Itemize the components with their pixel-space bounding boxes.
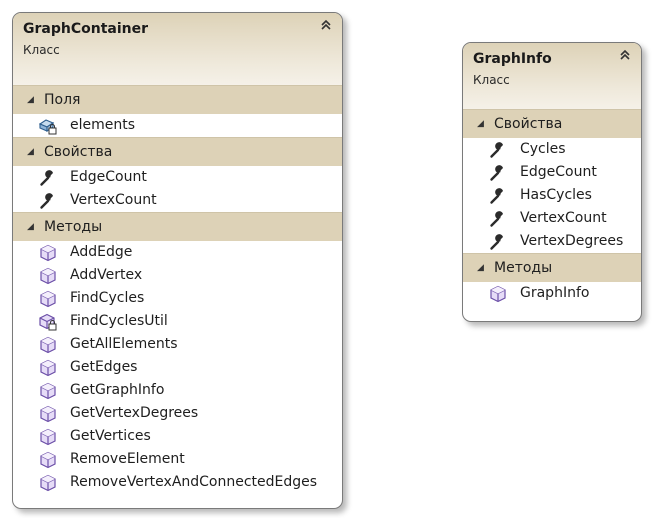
member-getallelements[interactable]: GetAllElements xyxy=(13,333,342,356)
method-icon xyxy=(39,336,57,354)
section-label: Методы xyxy=(44,219,103,235)
member-name: GraphInfo xyxy=(520,285,590,301)
member-getvertices[interactable]: GetVertices xyxy=(13,425,342,448)
property-icon xyxy=(489,141,507,159)
member-addedge[interactable]: AddEdge xyxy=(13,241,342,264)
method-icon xyxy=(39,382,57,400)
method-icon xyxy=(489,285,507,303)
member-graphinfo[interactable]: GraphInfo xyxy=(463,282,641,305)
member-name: GetAllElements xyxy=(70,336,178,352)
member-edgecount[interactable]: EdgeCount xyxy=(463,161,641,184)
section-label: Поля xyxy=(44,92,81,108)
member-name: HasCycles xyxy=(520,187,592,203)
section-header-[interactable]: ◢ Свойства xyxy=(463,109,641,138)
section-header-[interactable]: ◢ Поля xyxy=(13,85,342,114)
method-icon xyxy=(39,290,57,308)
member-name: VertexDegrees xyxy=(520,233,624,249)
class-stereotype: Класс xyxy=(23,43,60,57)
method-icon xyxy=(39,244,57,262)
member-elements[interactable]: elements xyxy=(13,114,342,137)
expand-triangle-icon[interactable]: ◢ xyxy=(27,222,34,232)
private-method-icon xyxy=(39,313,57,331)
member-edgecount[interactable]: EdgeCount xyxy=(13,166,342,189)
member-name: GetEdges xyxy=(70,359,138,375)
collapse-chevron-icon[interactable] xyxy=(617,47,633,63)
property-icon xyxy=(489,210,507,228)
method-icon xyxy=(39,474,57,492)
private-field-icon xyxy=(38,117,57,135)
member-name: Cycles xyxy=(520,141,566,157)
member-cycles[interactable]: Cycles xyxy=(463,138,641,161)
member-removeelement[interactable]: RemoveElement xyxy=(13,448,342,471)
class-title: GraphInfo xyxy=(473,51,552,67)
method-icon xyxy=(39,428,57,446)
member-name: AddEdge xyxy=(70,244,133,260)
member-removevertexandconnectededges[interactable]: RemoveVertexAndConnectedEdges xyxy=(13,471,342,494)
member-name: FindCycles xyxy=(70,290,145,306)
member-name: VertexCount xyxy=(70,192,157,208)
member-name: VertexCount xyxy=(520,210,607,226)
method-icon xyxy=(39,267,57,285)
method-icon xyxy=(39,359,57,377)
collapse-chevron-icon[interactable] xyxy=(318,17,334,33)
member-getgraphinfo[interactable]: GetGraphInfo xyxy=(13,379,342,402)
method-icon xyxy=(39,451,57,469)
member-vertexcount[interactable]: VertexCount xyxy=(13,189,342,212)
member-name: RemoveVertexAndConnectedEdges xyxy=(70,474,318,490)
member-getvertexdegrees[interactable]: GetVertexDegrees xyxy=(13,402,342,425)
section-header-[interactable]: ◢ Методы xyxy=(463,253,641,282)
section-header-[interactable]: ◢ Методы xyxy=(13,212,342,241)
member-addvertex[interactable]: AddVertex xyxy=(13,264,342,287)
property-icon xyxy=(39,192,57,210)
member-name: EdgeCount xyxy=(520,164,597,180)
member-vertexcount[interactable]: VertexCount xyxy=(463,207,641,230)
section-label: Свойства xyxy=(44,144,113,160)
member-name: FindCyclesUtil xyxy=(70,313,168,329)
class-stereotype: Класс xyxy=(473,73,510,87)
property-icon xyxy=(39,169,57,187)
member-name: GetVertices xyxy=(70,428,151,444)
member-getedges[interactable]: GetEdges xyxy=(13,356,342,379)
member-name: RemoveElement xyxy=(70,451,185,467)
member-name: GetVertexDegrees xyxy=(70,405,199,421)
member-name: elements xyxy=(70,117,136,133)
method-icon xyxy=(39,405,57,423)
section-header-[interactable]: ◢ Свойства xyxy=(13,137,342,166)
section-label: Свойства xyxy=(494,116,563,132)
expand-triangle-icon[interactable]: ◢ xyxy=(27,147,34,157)
property-icon xyxy=(489,187,507,205)
member-name: AddVertex xyxy=(70,267,143,283)
member-hascycles[interactable]: HasCycles xyxy=(463,184,641,207)
member-name: EdgeCount xyxy=(70,169,147,185)
member-findcycles[interactable]: FindCycles xyxy=(13,287,342,310)
expand-triangle-icon[interactable]: ◢ xyxy=(477,119,484,129)
property-icon xyxy=(489,164,507,182)
member-findcyclesutil[interactable]: FindCyclesUtil xyxy=(13,310,342,333)
member-vertexdegrees[interactable]: VertexDegrees xyxy=(463,230,641,253)
property-icon xyxy=(489,233,507,251)
expand-triangle-icon[interactable]: ◢ xyxy=(27,95,34,105)
section-label: Методы xyxy=(494,260,553,276)
expand-triangle-icon[interactable]: ◢ xyxy=(477,263,484,273)
class-title: GraphContainer xyxy=(23,21,148,37)
member-name: GetGraphInfo xyxy=(70,382,165,398)
